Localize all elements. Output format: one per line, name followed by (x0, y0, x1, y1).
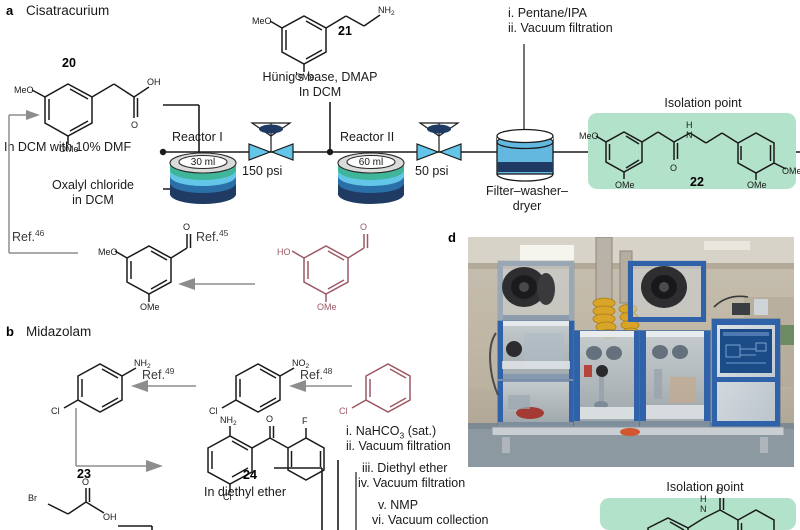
chlorobenzene-structure: Cl (339, 363, 411, 416)
vanillin-structure: O HO OMe (277, 222, 369, 312)
bromoacetic-acid-structure: Br O OH (28, 477, 117, 522)
step-v-label: v. NMP (378, 498, 419, 512)
filter-washer-dryer-label: Filter–washer– dryer (486, 184, 568, 214)
compound-20-number: 20 (62, 56, 76, 70)
chloronitrobenzene-structure: NO2 Cl (209, 358, 310, 416)
atom-h-22: H (686, 120, 693, 130)
step-vi-label: vi. Vacuum collection (372, 513, 489, 527)
ref-45-label: Ref.45 (196, 228, 229, 245)
atom-meo: MeO (14, 85, 34, 95)
panel-d-photograph (468, 237, 794, 467)
atom-ome-22-left: OMe (615, 180, 635, 190)
compound-21-number: 21 (338, 24, 352, 38)
oxalyl-chloride-label: Oxalyl chloride in DCM (52, 178, 134, 208)
atom-n-22: N (686, 130, 693, 140)
atom-o-ref46: O (183, 222, 190, 232)
compound-24-number: 24 (243, 468, 257, 482)
isolation-point-label-a: Isolation point (664, 96, 742, 110)
ref-49-label: Ref.49 (142, 366, 175, 383)
workup-steps-label: i. Pentane/IPA ii. Vacuum filtration (508, 6, 613, 36)
atom-oh: OH (147, 77, 161, 87)
panel-b-title: Midazolam (26, 324, 92, 339)
panel-a-letter: a (6, 3, 14, 18)
isolation-point-box-a (588, 113, 796, 189)
atom-ome: OMe (59, 144, 79, 154)
atom-cl-benzene: Cl (339, 406, 348, 416)
atom-ho-vanillin: HO (277, 247, 291, 257)
compound-22-structure: H N O MeO OMe OMe OMe (579, 120, 800, 190)
atom-ome-22-mid: OMe (747, 180, 767, 190)
atom-meo-21: MeO (252, 16, 272, 26)
precursor-connectors (9, 252, 255, 290)
atom-ome-vanillin: OMe (317, 302, 337, 312)
vanillin-methylated-structure: O MeO OMe (98, 222, 192, 312)
compound-24-solvent: In diethyl ether (204, 485, 286, 499)
atom-no2: NO2 (292, 358, 310, 370)
atom-o-vanillin: O (360, 222, 367, 232)
step-iv-label: iv. Vacuum filtration (358, 476, 466, 490)
compound-21-structure: NH2 MeO OMe (252, 5, 395, 82)
valve-1-pressure: 150 psi (242, 164, 283, 178)
atom-ome-21: OMe (295, 72, 315, 82)
reactor-1-label: Reactor I (172, 130, 223, 144)
ref-46-label: Ref.46 (12, 228, 45, 245)
atom-nh2: NH2 (378, 5, 395, 17)
compound-20-structure: OH O MeO OMe (14, 77, 161, 154)
compound-23-number: 23 (77, 467, 91, 481)
atom-oh-bromo: OH (103, 512, 117, 522)
ref-48-label: Ref.48 (300, 366, 333, 383)
isolation-point-label-b: Isolation point (666, 480, 744, 494)
valve-2-icon (416, 122, 462, 161)
panel-a-title: Cisatracurium (26, 3, 110, 18)
atom-o-bromo: O (82, 477, 89, 487)
step-ii-label: ii. Vacuum filtration (346, 439, 451, 453)
atom-ome-ref46: OMe (140, 302, 160, 312)
midazolam-precursor-structure: H N O (647, 486, 775, 530)
atom-h-iso-b: H (700, 494, 707, 504)
chloroaniline-structure: NH2 Cl (51, 358, 151, 416)
reactor-1-volume: 30 ml (191, 157, 215, 168)
atom-nh2-24: NH2 (220, 415, 237, 427)
atom-br: Br (28, 493, 37, 503)
atom-cl-nitro: Cl (209, 406, 218, 416)
compound-22-number: 22 (690, 175, 704, 189)
filter-washer-dryer-vessel (496, 128, 554, 182)
reactor-1-vessel: 30 ml (169, 152, 237, 204)
atom-ome-22-right: OMe (782, 166, 800, 176)
reactor-2-volume: 60 ml (359, 157, 383, 168)
atom-meo-ref46: MeO (98, 247, 118, 257)
step-iii-label: iii. Diethyl ether (362, 461, 448, 475)
atom-cl-aniline: Cl (51, 406, 60, 416)
panel-b-letter: b (6, 324, 14, 339)
atom-nh2-aniline: NH2 (134, 358, 151, 370)
panel-b-connectors (75, 380, 357, 530)
reactor-2-label: Reactor II (340, 130, 395, 144)
atom-o: O (131, 120, 138, 130)
valve-2-pressure: 50 psi (415, 164, 449, 178)
reactor-2-vessel: 60 ml (337, 152, 405, 204)
atom-n-iso-b: N (700, 504, 707, 514)
valve-1-icon (248, 122, 294, 161)
atom-meo-22: MeO (579, 131, 599, 141)
panel-d-letter: d (448, 230, 456, 245)
atom-o-24: O (266, 414, 273, 424)
atom-o-22: O (670, 163, 677, 173)
junction-dot-1 (159, 148, 167, 156)
step-i-label: i. NaHCO3 (sat.) (346, 424, 437, 441)
compound-24-structure: NH2 O F Cl (207, 414, 325, 502)
atom-o-iso-b: O (716, 486, 723, 496)
hunigs-base-label: Hünig's base, DMAP In DCM (262, 70, 378, 100)
atom-cl-24: Cl (223, 492, 232, 502)
atom-f-24: F (302, 416, 308, 426)
